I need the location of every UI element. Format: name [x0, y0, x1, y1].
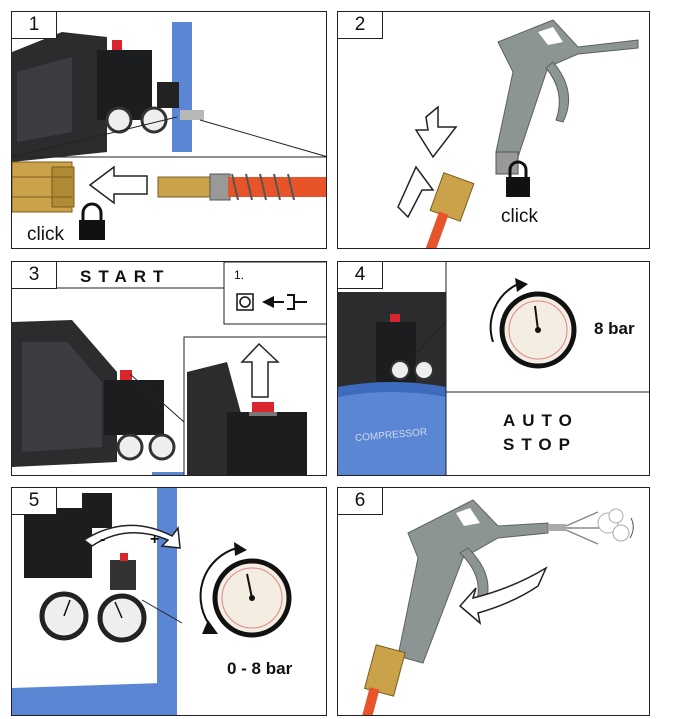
start-label: START [80, 267, 171, 286]
panel-6-illustration [362, 499, 634, 715]
panel-5: 5 - + 0 - 8 bar [11, 487, 327, 716]
panel-3: 3 START 1. [11, 261, 327, 476]
panel-1-illustration [12, 22, 326, 240]
step-number: 3 [12, 262, 57, 289]
plus-label: + [150, 531, 160, 548]
panel-1: 1 click [11, 11, 327, 249]
panel-6: 6 [337, 487, 650, 716]
step-number: 2 [338, 12, 383, 39]
stop-label: STOP [503, 435, 577, 454]
panel-3-illustration [12, 262, 326, 475]
step-number: 5 [12, 488, 57, 515]
panel-2: 2 click [337, 11, 650, 249]
auto-label: AUTO [503, 411, 579, 430]
click-label: click [501, 206, 538, 227]
click-label: click [27, 224, 64, 245]
panel-2-illustration [397, 19, 639, 248]
sub-step-label: 1. [234, 268, 245, 282]
step-number: 4 [338, 262, 383, 289]
pressure-range-label: 0 - 8 bar [227, 659, 293, 678]
panel-5-illustration [12, 488, 292, 715]
minus-label: - [100, 531, 106, 548]
step-number: 1 [12, 12, 57, 39]
pressure-label: 8 bar [594, 319, 635, 338]
panel-4: 4 COMPRESSOR 8 bar AUTO STOP [337, 261, 650, 476]
panel-4-illustration [338, 262, 649, 475]
step-number: 6 [338, 488, 383, 515]
